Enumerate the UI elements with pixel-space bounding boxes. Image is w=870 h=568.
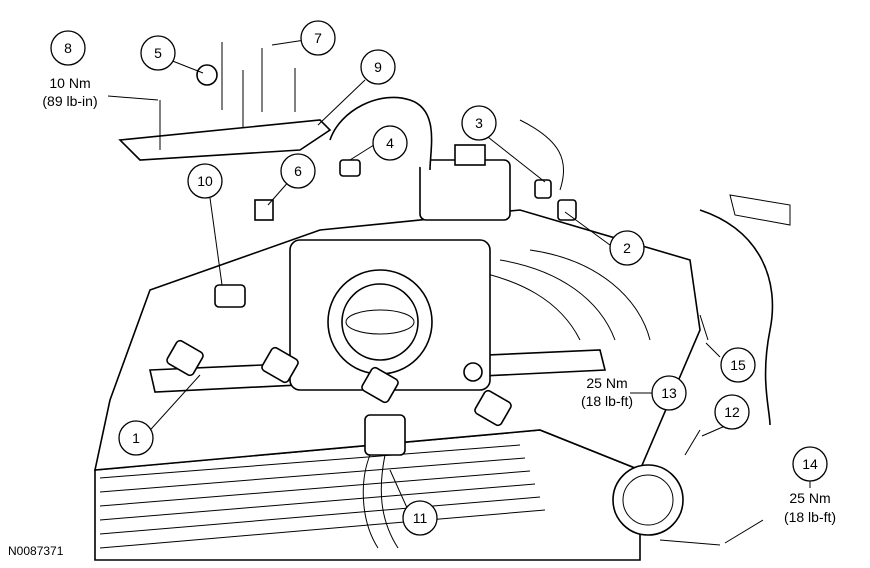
torque-14-imperial: (18 lb-ft) bbox=[784, 509, 836, 525]
svg-text:3: 3 bbox=[475, 115, 483, 131]
callout-10: 10 bbox=[187, 163, 223, 199]
torque-13-imperial: (18 lb-ft) bbox=[581, 393, 633, 409]
torque-8-metric: 10 Nm bbox=[49, 75, 90, 91]
callout-2: 2 bbox=[609, 230, 645, 266]
engine-illustration bbox=[93, 42, 791, 561]
callout-7: 7 bbox=[300, 20, 336, 56]
torque-8-imperial: (89 lb-in) bbox=[42, 93, 97, 109]
torque-13-metric: 25 Nm bbox=[586, 375, 627, 391]
leader-lines bbox=[107, 39, 811, 544]
callout-3: 3 bbox=[461, 105, 497, 141]
svg-text:11: 11 bbox=[413, 510, 428, 526]
callout-9: 9 bbox=[360, 49, 396, 85]
svg-text:5: 5 bbox=[154, 45, 162, 61]
callout-6: 6 bbox=[280, 153, 316, 189]
figure-id: N0087371 bbox=[8, 544, 64, 558]
svg-text:4: 4 bbox=[386, 135, 394, 151]
callout-12: 12 bbox=[714, 394, 750, 430]
callout-14: 14 bbox=[792, 446, 828, 482]
svg-text:13: 13 bbox=[661, 385, 677, 401]
callout-5: 5 bbox=[140, 35, 176, 71]
svg-text:8: 8 bbox=[64, 40, 72, 56]
svg-text:10: 10 bbox=[197, 173, 213, 189]
callout-11: 11 bbox=[402, 500, 438, 536]
callout-8: 8 bbox=[50, 30, 86, 66]
callout-15: 15 bbox=[720, 347, 756, 383]
torque-14-metric: 25 Nm bbox=[789, 490, 830, 506]
svg-text:9: 9 bbox=[374, 59, 382, 75]
svg-text:2: 2 bbox=[623, 240, 631, 256]
callout-4: 4 bbox=[372, 125, 408, 161]
callout-1: 1 bbox=[118, 420, 154, 456]
svg-text:14: 14 bbox=[802, 456, 818, 472]
svg-text:15: 15 bbox=[730, 357, 746, 373]
svg-text:1: 1 bbox=[132, 430, 140, 446]
svg-text:7: 7 bbox=[314, 30, 322, 46]
svg-text:12: 12 bbox=[724, 404, 740, 420]
svg-text:6: 6 bbox=[294, 163, 302, 179]
callout-13: 13 bbox=[651, 375, 687, 411]
